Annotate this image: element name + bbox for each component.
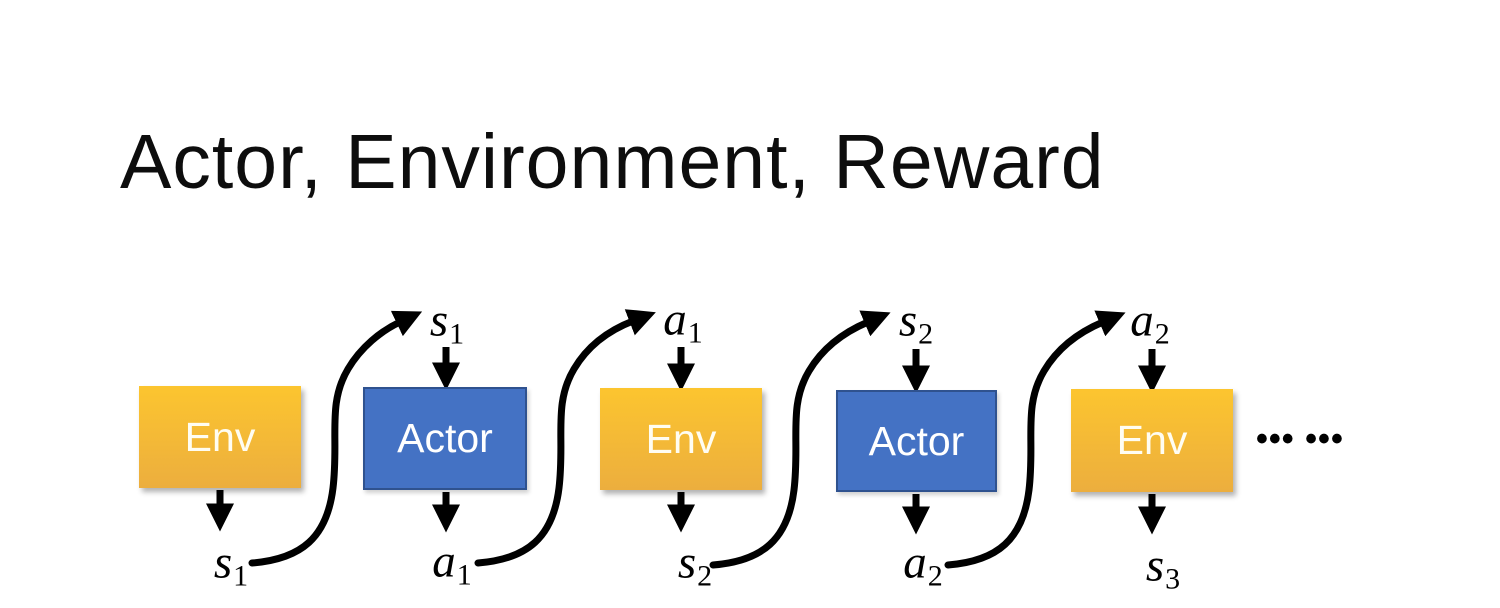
actor-box-1: Actor xyxy=(363,387,527,490)
curve-arrow-s2 xyxy=(709,310,891,569)
top-label-a2: a2 xyxy=(1130,294,1170,351)
bottom-label-a1: a1 xyxy=(432,535,472,592)
env-box-3: Env xyxy=(1071,389,1233,492)
bottom-label-s1: s1 xyxy=(213,536,249,593)
top-label-s1: s1 xyxy=(429,294,465,351)
actor-box-2: Actor xyxy=(836,390,997,492)
bottom-label-a2: a2 xyxy=(903,536,943,593)
curve-arrow-a1 xyxy=(474,309,656,567)
env-box-1: Env xyxy=(139,386,301,488)
bottom-label-s3: s3 xyxy=(1145,539,1181,596)
curve-arrow-s1 xyxy=(248,310,423,567)
slide-title: Actor, Environment, Reward xyxy=(120,119,1105,205)
top-label-s2: s2 xyxy=(898,294,934,351)
bottom-label-s2: s2 xyxy=(677,536,713,593)
env-box-2: Env xyxy=(600,388,762,490)
curve-arrow-a2 xyxy=(944,310,1126,569)
continuation-ellipsis: ••• ••• xyxy=(1256,420,1344,458)
top-label-a1: a1 xyxy=(663,293,703,350)
